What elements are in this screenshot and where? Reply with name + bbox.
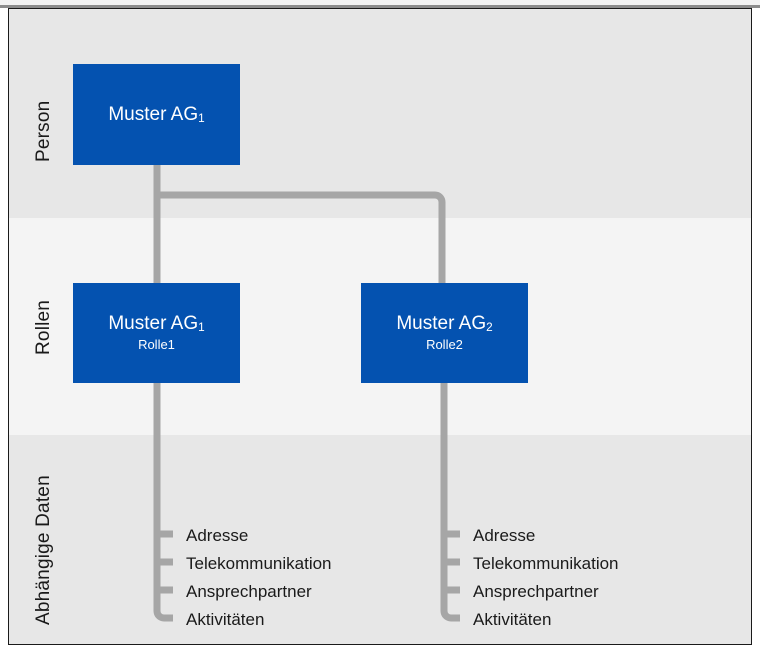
list-item: Aktivitäten [186,610,265,629]
list-item: Ansprechpartner [186,582,312,601]
node-role2-title: Muster AG2 [396,313,492,335]
list-item: Ansprechpartner [473,582,599,601]
node-person-subscript: 1 [198,111,205,125]
node-role2-subscript: 2 [486,321,493,335]
frame-top-strip [0,0,760,5]
list-item: Adresse [186,526,249,545]
list-item: Aktivitäten [473,610,552,629]
node-role2-title-text: Muster AG [396,313,487,335]
node-role1-subscript: 1 [198,321,205,335]
node-role1-subtitle: Rolle1 [138,337,175,353]
node-person-title: Muster AG1 [108,104,204,126]
node-role2[interactable]: Muster AG2 Rolle2 [361,283,528,383]
diagram-frame [8,8,752,645]
node-role1[interactable]: Muster AG1 Rolle1 [73,283,240,383]
node-role1-title-text: Muster AG [108,313,199,335]
list-item: Telekommunikation [473,554,619,573]
band-abhaengige-daten [9,435,751,644]
node-role1-title: Muster AG1 [108,313,204,335]
node-person[interactable]: Muster AG1 [73,64,240,165]
list-item: Telekommunikation [186,554,332,573]
frame-top-rule [0,5,760,8]
node-role2-subtitle: Rolle2 [426,337,463,353]
node-person-title-text: Muster AG [108,103,199,125]
list-item: Adresse [473,526,536,545]
